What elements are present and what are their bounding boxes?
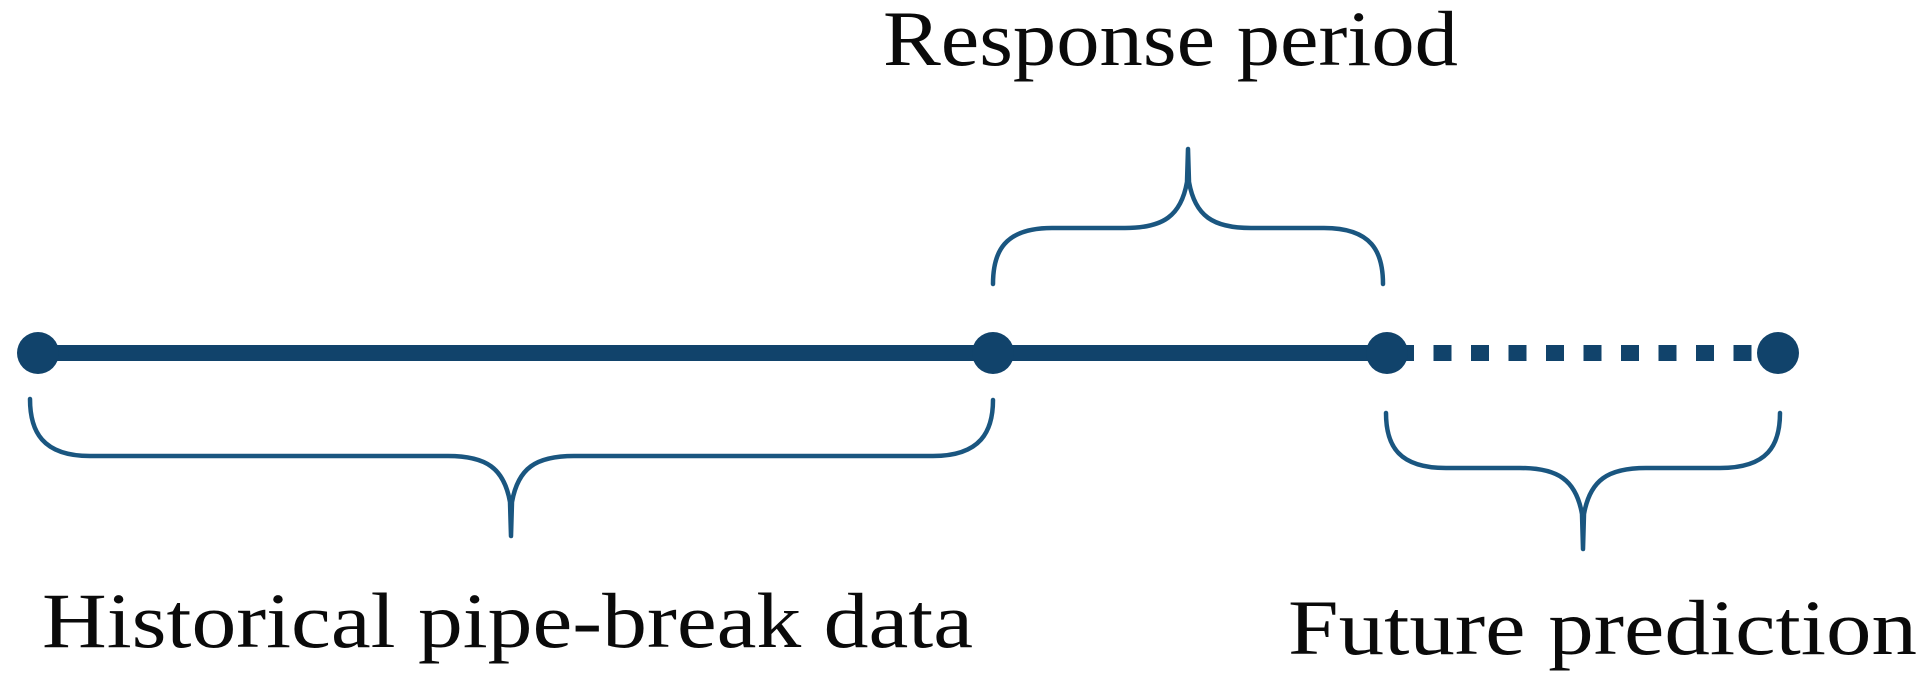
future-prediction-brace	[1383, 410, 1783, 552]
timeline-node-start	[17, 332, 59, 374]
timeline-node-end	[1757, 332, 1799, 374]
historical-data-brace	[27, 396, 996, 539]
response-period-label: Response period	[883, 0, 1458, 82]
future-prediction-label: Future prediction	[1288, 584, 1917, 671]
response-period-brace	[990, 146, 1386, 287]
timeline-node-response-end	[1366, 332, 1408, 374]
historical-data-label: Historical pipe-break data	[42, 577, 973, 664]
timeline-node-response-start	[972, 332, 1014, 374]
